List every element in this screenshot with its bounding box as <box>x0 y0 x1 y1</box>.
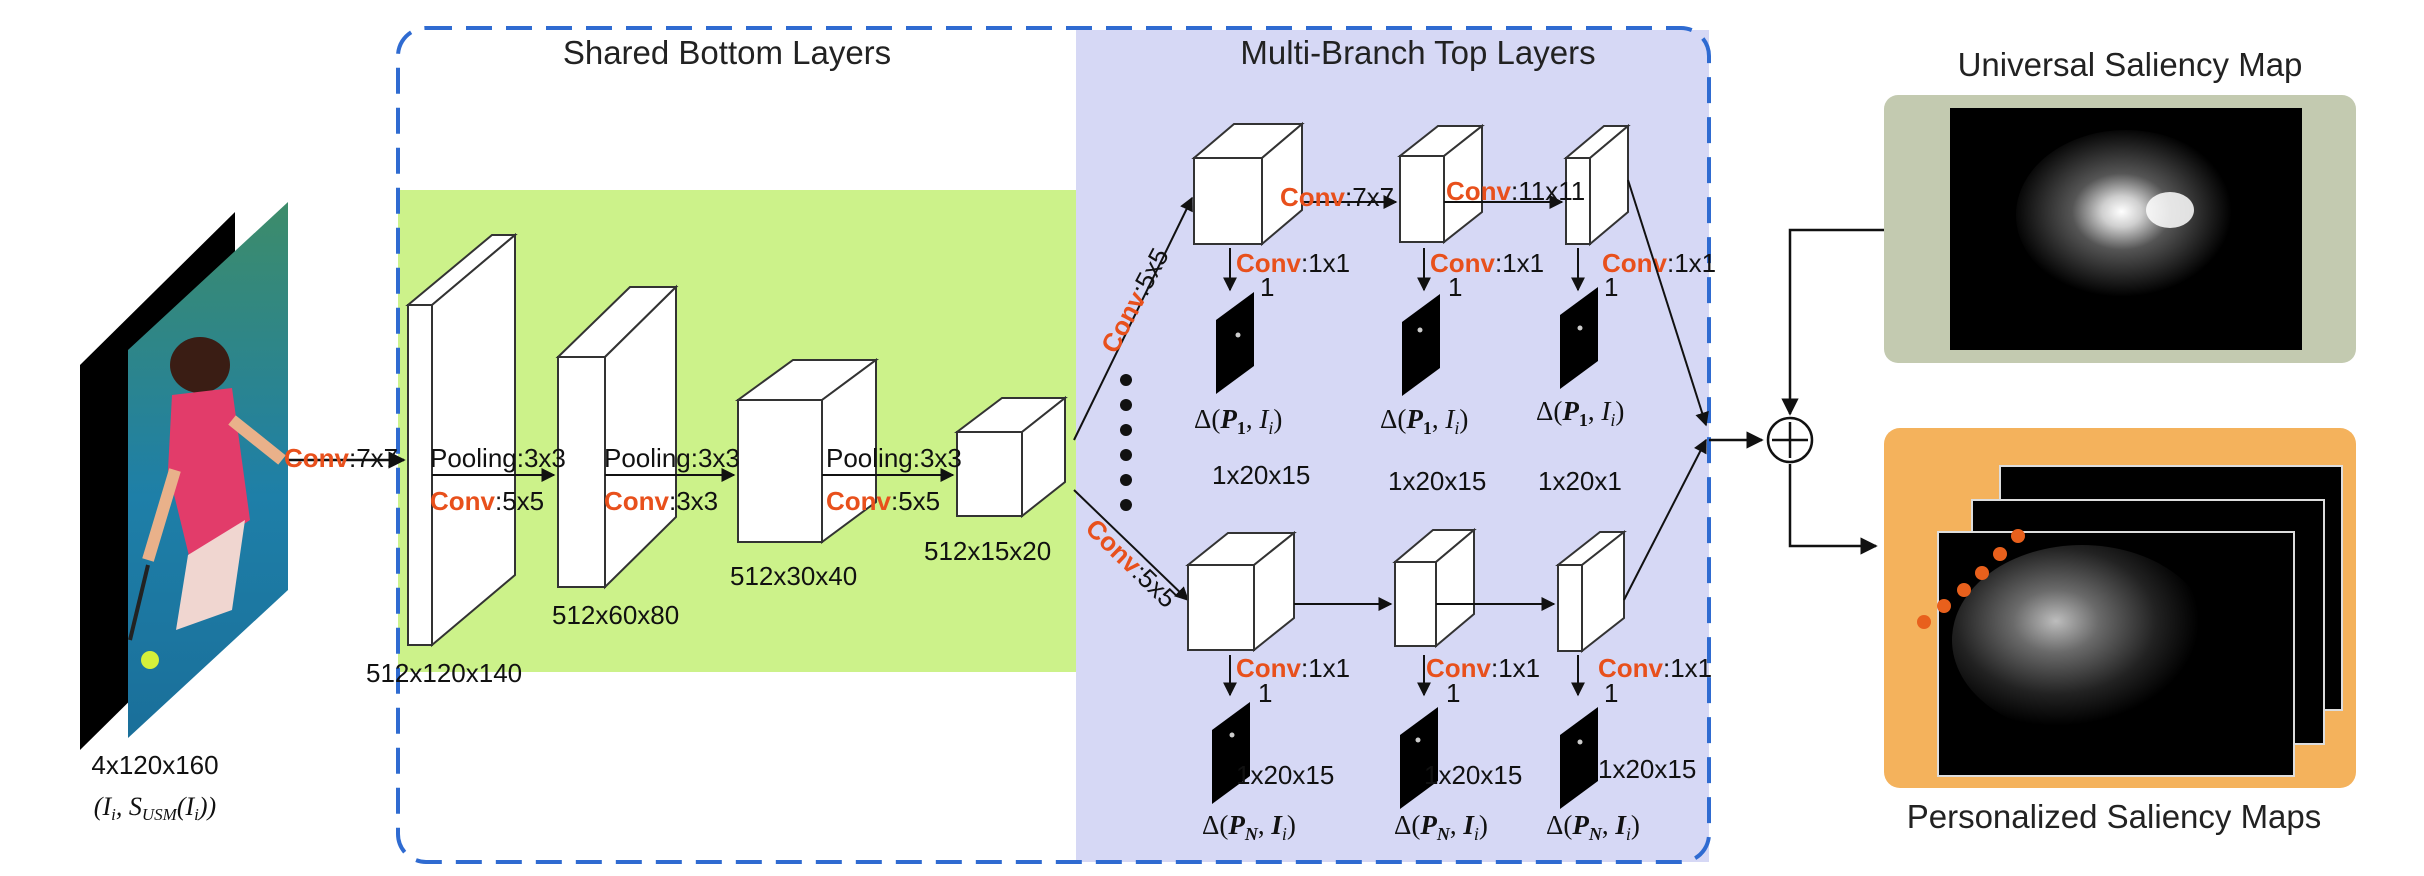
op-top-conv-7x7: Conv:7x7 <box>1280 182 1394 212</box>
universal-title: Universal Saliency Map <box>1958 46 2303 83</box>
universal-map-peak <box>2146 192 2194 228</box>
top-out-dims-3: 1x20x1 <box>1538 466 1622 496</box>
top-head-2 <box>1402 248 1440 396</box>
input-dims: 4x120x160 <box>91 750 218 780</box>
shared-block-4 <box>954 395 1068 519</box>
network-dashed-frame <box>396 26 1711 864</box>
arrow-to-top-branch <box>1073 196 1193 441</box>
op-top-head-3: Conv:1x1 <box>1602 248 1716 278</box>
op-top-head-1: Conv:1x1 <box>1236 248 1350 278</box>
op-bottom-head-1: Conv:1x1 <box>1236 653 1350 683</box>
op-conv-7x7: Conv:7x7 <box>284 443 398 473</box>
shared-block-2 <box>555 284 679 590</box>
top-out-dims-1: 1x20x15 <box>1212 460 1310 490</box>
top-out-dims-2: 1x20x15 <box>1388 466 1486 496</box>
op-conv-3: Conv:5x5 <box>826 486 940 516</box>
bottom-out-dims-1: 1x20x15 <box>1236 760 1334 790</box>
personalized-stack-dots <box>1917 529 2025 629</box>
op-bottom-head-3: Conv:1x1 <box>1598 653 1712 683</box>
op-conv-2: Conv:3x3 <box>604 486 718 516</box>
op-top-head-2: Conv:1x1 <box>1430 248 1544 278</box>
dims-block3: 512x30x40 <box>730 561 857 591</box>
top-head-1-channel: 1 <box>1260 272 1274 302</box>
arrow-to-bottom-branch <box>1073 489 1190 601</box>
bottom-head-2-channel: 1 <box>1446 678 1460 708</box>
multi-branch-title: Multi-Branch Top Layers <box>1240 34 1595 71</box>
input-formula: (Ii, SUSM(Ii)) <box>94 792 216 824</box>
op-pool-2: Pooling:3x3 <box>604 443 740 473</box>
dims-block4: 512x15x20 <box>924 536 1051 566</box>
arrow-sum-to-personalized <box>1788 464 1878 555</box>
bottom-delta-2: Δ(PN, Ii) <box>1394 810 1488 844</box>
arrow-bottom-branch-to-sum <box>1623 438 1707 601</box>
bottom-head-1 <box>1212 655 1250 804</box>
top-head-3-channel: 1 <box>1604 272 1618 302</box>
op-top-conv-11x11: Conv:11x11 <box>1446 176 1585 206</box>
top-branch-block-3 <box>1563 123 1631 247</box>
bottom-head-3 <box>1560 655 1598 809</box>
top-head-3 <box>1560 248 1598 389</box>
bottom-head-2 <box>1400 655 1438 809</box>
dims-block1: 512x120x140 <box>366 658 522 688</box>
bottom-head-1-channel: 1 <box>1258 678 1272 708</box>
top-branch-block-2 <box>1397 123 1485 245</box>
bottom-out-dims-3: 1x20x15 <box>1598 754 1696 784</box>
op-bottom-head-2: Conv:1x1 <box>1426 653 1540 683</box>
op-pool-1: Pooling:3x3 <box>430 443 566 473</box>
shared-layers-title: Shared Bottom Layers <box>563 34 891 71</box>
universal-map-blob <box>2016 130 2236 300</box>
branch-ellipsis <box>1120 374 1132 511</box>
op-conv-1: Conv:5x5 <box>430 486 544 516</box>
personalized-title: Personalized Saliency Maps <box>1907 798 2322 835</box>
dims-block2: 512x60x80 <box>552 600 679 630</box>
arrow-top-branch-to-sum <box>1627 179 1709 427</box>
shared-block-3 <box>734 358 880 544</box>
bottom-branch-block-3 <box>1555 529 1627 654</box>
shared-block-1 <box>405 232 518 648</box>
bottom-out-dims-2: 1x20x15 <box>1424 760 1522 790</box>
arrow-usm-to-sum <box>1781 228 1884 416</box>
op-pool-3: Pooling:3x3 <box>826 443 962 473</box>
top-branch-block-1 <box>1191 121 1305 247</box>
personalized-map-blob <box>1952 545 2212 735</box>
input-image-stack <box>80 202 288 750</box>
top-head-1 <box>1216 248 1254 394</box>
top-head-2-channel: 1 <box>1448 272 1462 302</box>
bottom-head-3-channel: 1 <box>1604 678 1618 708</box>
bottom-branch-block-1 <box>1185 530 1297 653</box>
